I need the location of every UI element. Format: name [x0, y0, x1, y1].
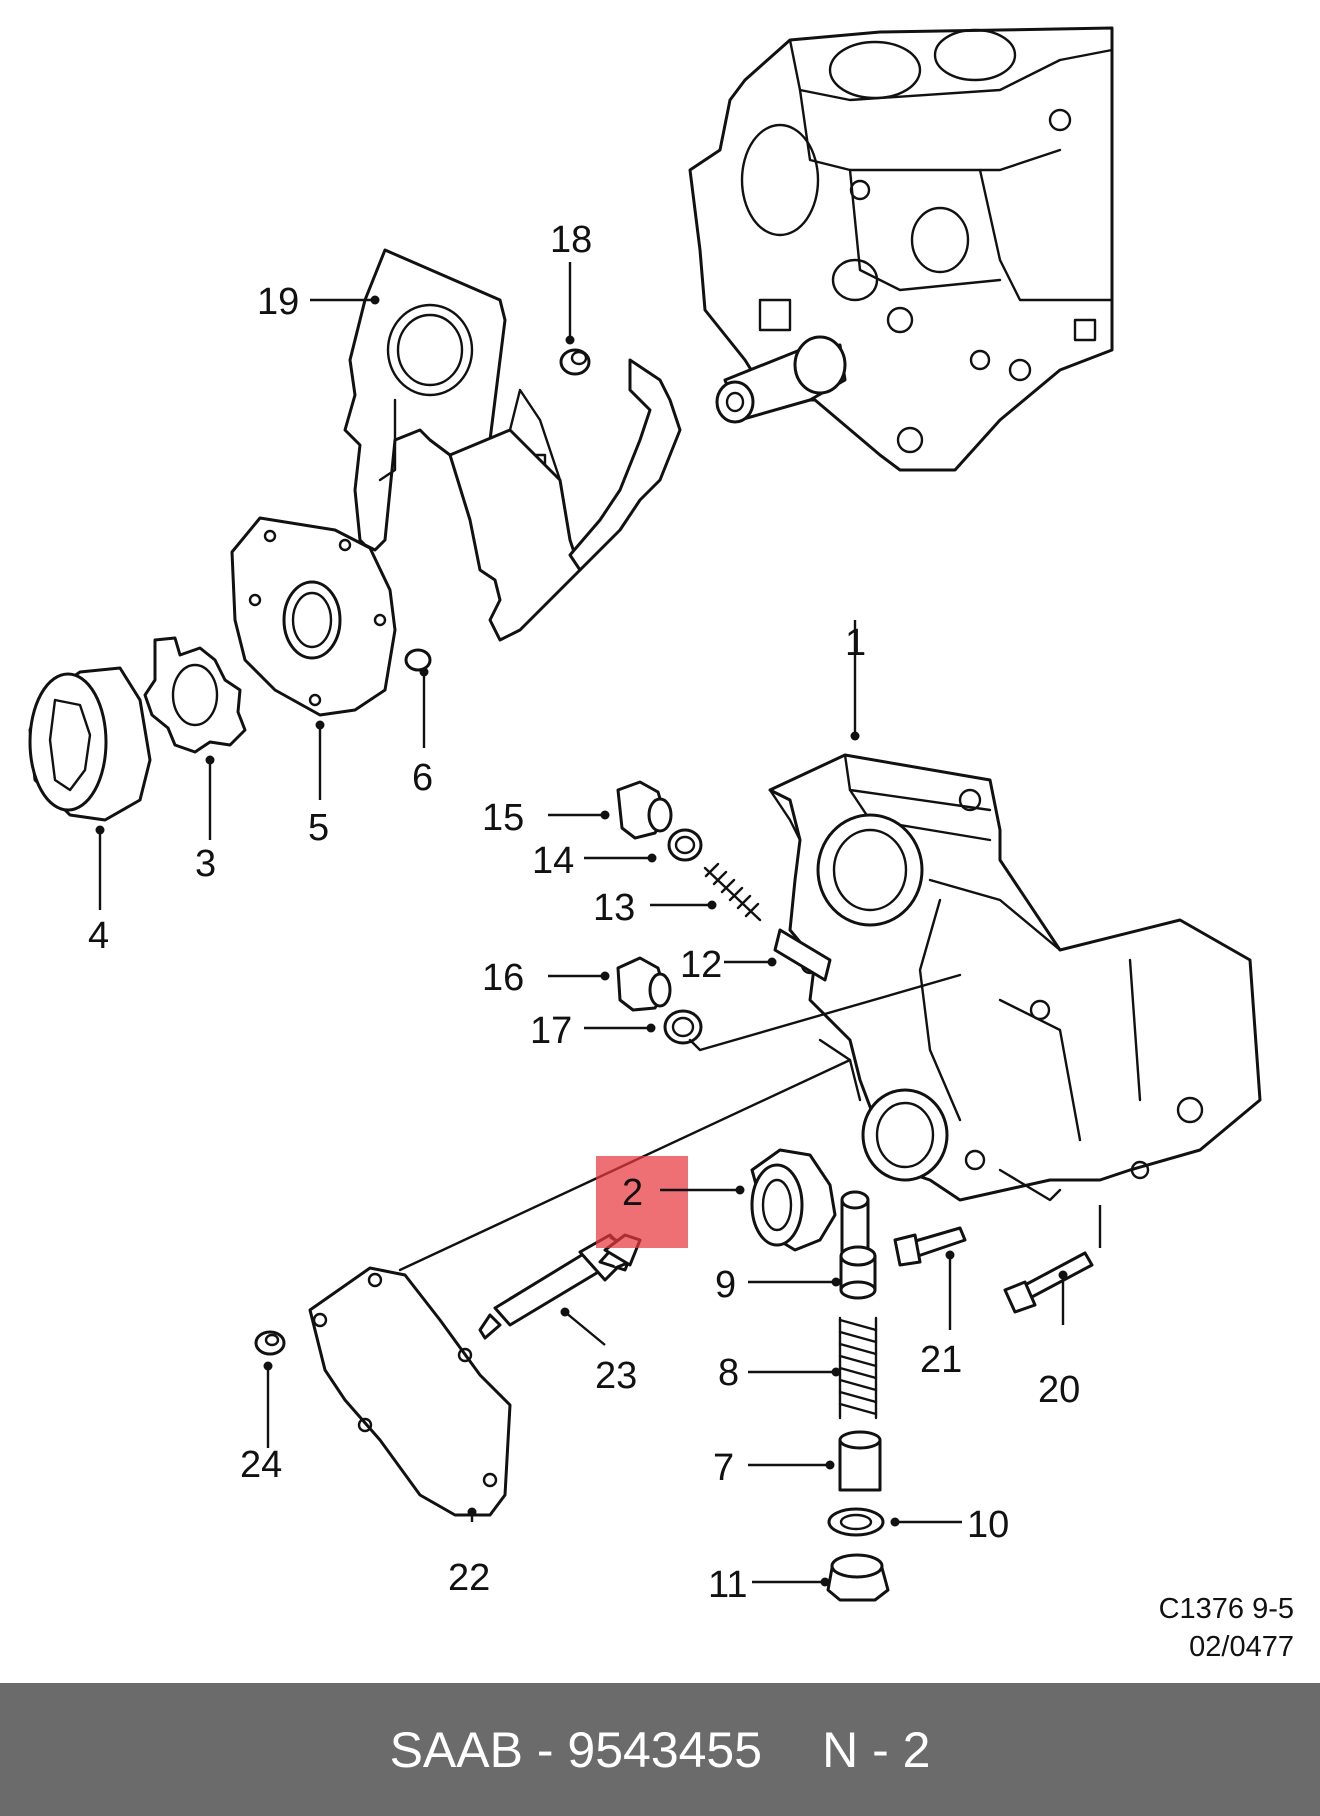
part-8-spring — [838, 1316, 878, 1420]
leader-lines — [95, 262, 1102, 1587]
callout-20: 20 — [1038, 1369, 1080, 1411]
part-2-oil-seal — [750, 1148, 837, 1252]
part-18-dowel — [559, 348, 591, 376]
callout-9: 9 — [715, 1264, 736, 1306]
diagram-code-line2: 02/0477 — [1189, 1631, 1294, 1663]
callout-4: 4 — [88, 915, 109, 957]
callout-17: 17 — [530, 1010, 572, 1052]
part-14-seal-ring — [667, 828, 703, 862]
part-22-pump-cover — [308, 1266, 512, 1517]
callout-23: 23 — [595, 1355, 637, 1397]
part-5-pump-plate — [230, 516, 397, 717]
highlight-box — [596, 1156, 688, 1248]
part-21-bolt — [893, 1226, 967, 1267]
callout-5: 5 — [308, 807, 329, 849]
part-10-sealing-ring — [827, 1507, 885, 1537]
exploded-parts-diagram: 1 2 3 4 5 6 7 8 9 10 11 12 13 14 15 16 1… — [28, 26, 1294, 1663]
callout-3: 3 — [195, 843, 216, 885]
callout-14: 14 — [532, 840, 574, 882]
diagram-position: N - 2 — [822, 1721, 931, 1778]
timing-cover-gasket — [343, 248, 682, 642]
part-4-outer-rotor — [28, 666, 152, 822]
part-1-oil-pump-housing — [768, 753, 1262, 1202]
callout-6: 6 — [412, 757, 433, 799]
part-9-valve-plunger — [839, 1190, 877, 1300]
part-12-piston — [773, 928, 832, 982]
callout-24: 24 — [240, 1444, 282, 1486]
part-11-plug — [826, 1553, 890, 1602]
part-24-screw — [254, 1330, 286, 1356]
callout-19: 19 — [257, 281, 299, 323]
part-13-spring — [703, 862, 762, 922]
part-3-inner-rotor — [143, 636, 247, 754]
part-15-plug — [616, 780, 673, 840]
diagram-code-line1: C1376 9-5 — [1159, 1593, 1294, 1625]
part-23-drive-shaft — [478, 1233, 642, 1340]
callout-11: 11 — [708, 1564, 747, 1606]
callout-22: 22 — [448, 1557, 490, 1599]
callout-13: 13 — [593, 887, 635, 929]
brand-part-number: SAAB - 9543455 — [389, 1721, 763, 1778]
part-7-sleeve — [838, 1430, 882, 1492]
callout-18: 18 — [550, 219, 592, 261]
callout-15: 15 — [482, 797, 524, 839]
part-17-seal-ring — [663, 1009, 703, 1045]
callout-2: 2 — [622, 1172, 643, 1214]
callout-12: 12 — [680, 944, 722, 986]
callout-7: 7 — [713, 1447, 734, 1489]
part-16-plug — [616, 956, 672, 1012]
part-6-pin — [404, 648, 432, 672]
part-20-bolt — [1003, 1251, 1094, 1314]
callout-labels: 1 2 3 4 5 6 7 8 9 10 11 12 13 14 15 16 1… — [88, 219, 1080, 1606]
callout-8: 8 — [718, 1352, 739, 1394]
engine-block — [688, 26, 1114, 472]
part-number-footer: SAAB - 9543455 N - 2 — [0, 1683, 1320, 1816]
callout-1: 1 — [845, 622, 866, 664]
callout-21: 21 — [920, 1339, 962, 1381]
callout-10: 10 — [967, 1504, 1009, 1546]
callout-16: 16 — [482, 957, 524, 999]
